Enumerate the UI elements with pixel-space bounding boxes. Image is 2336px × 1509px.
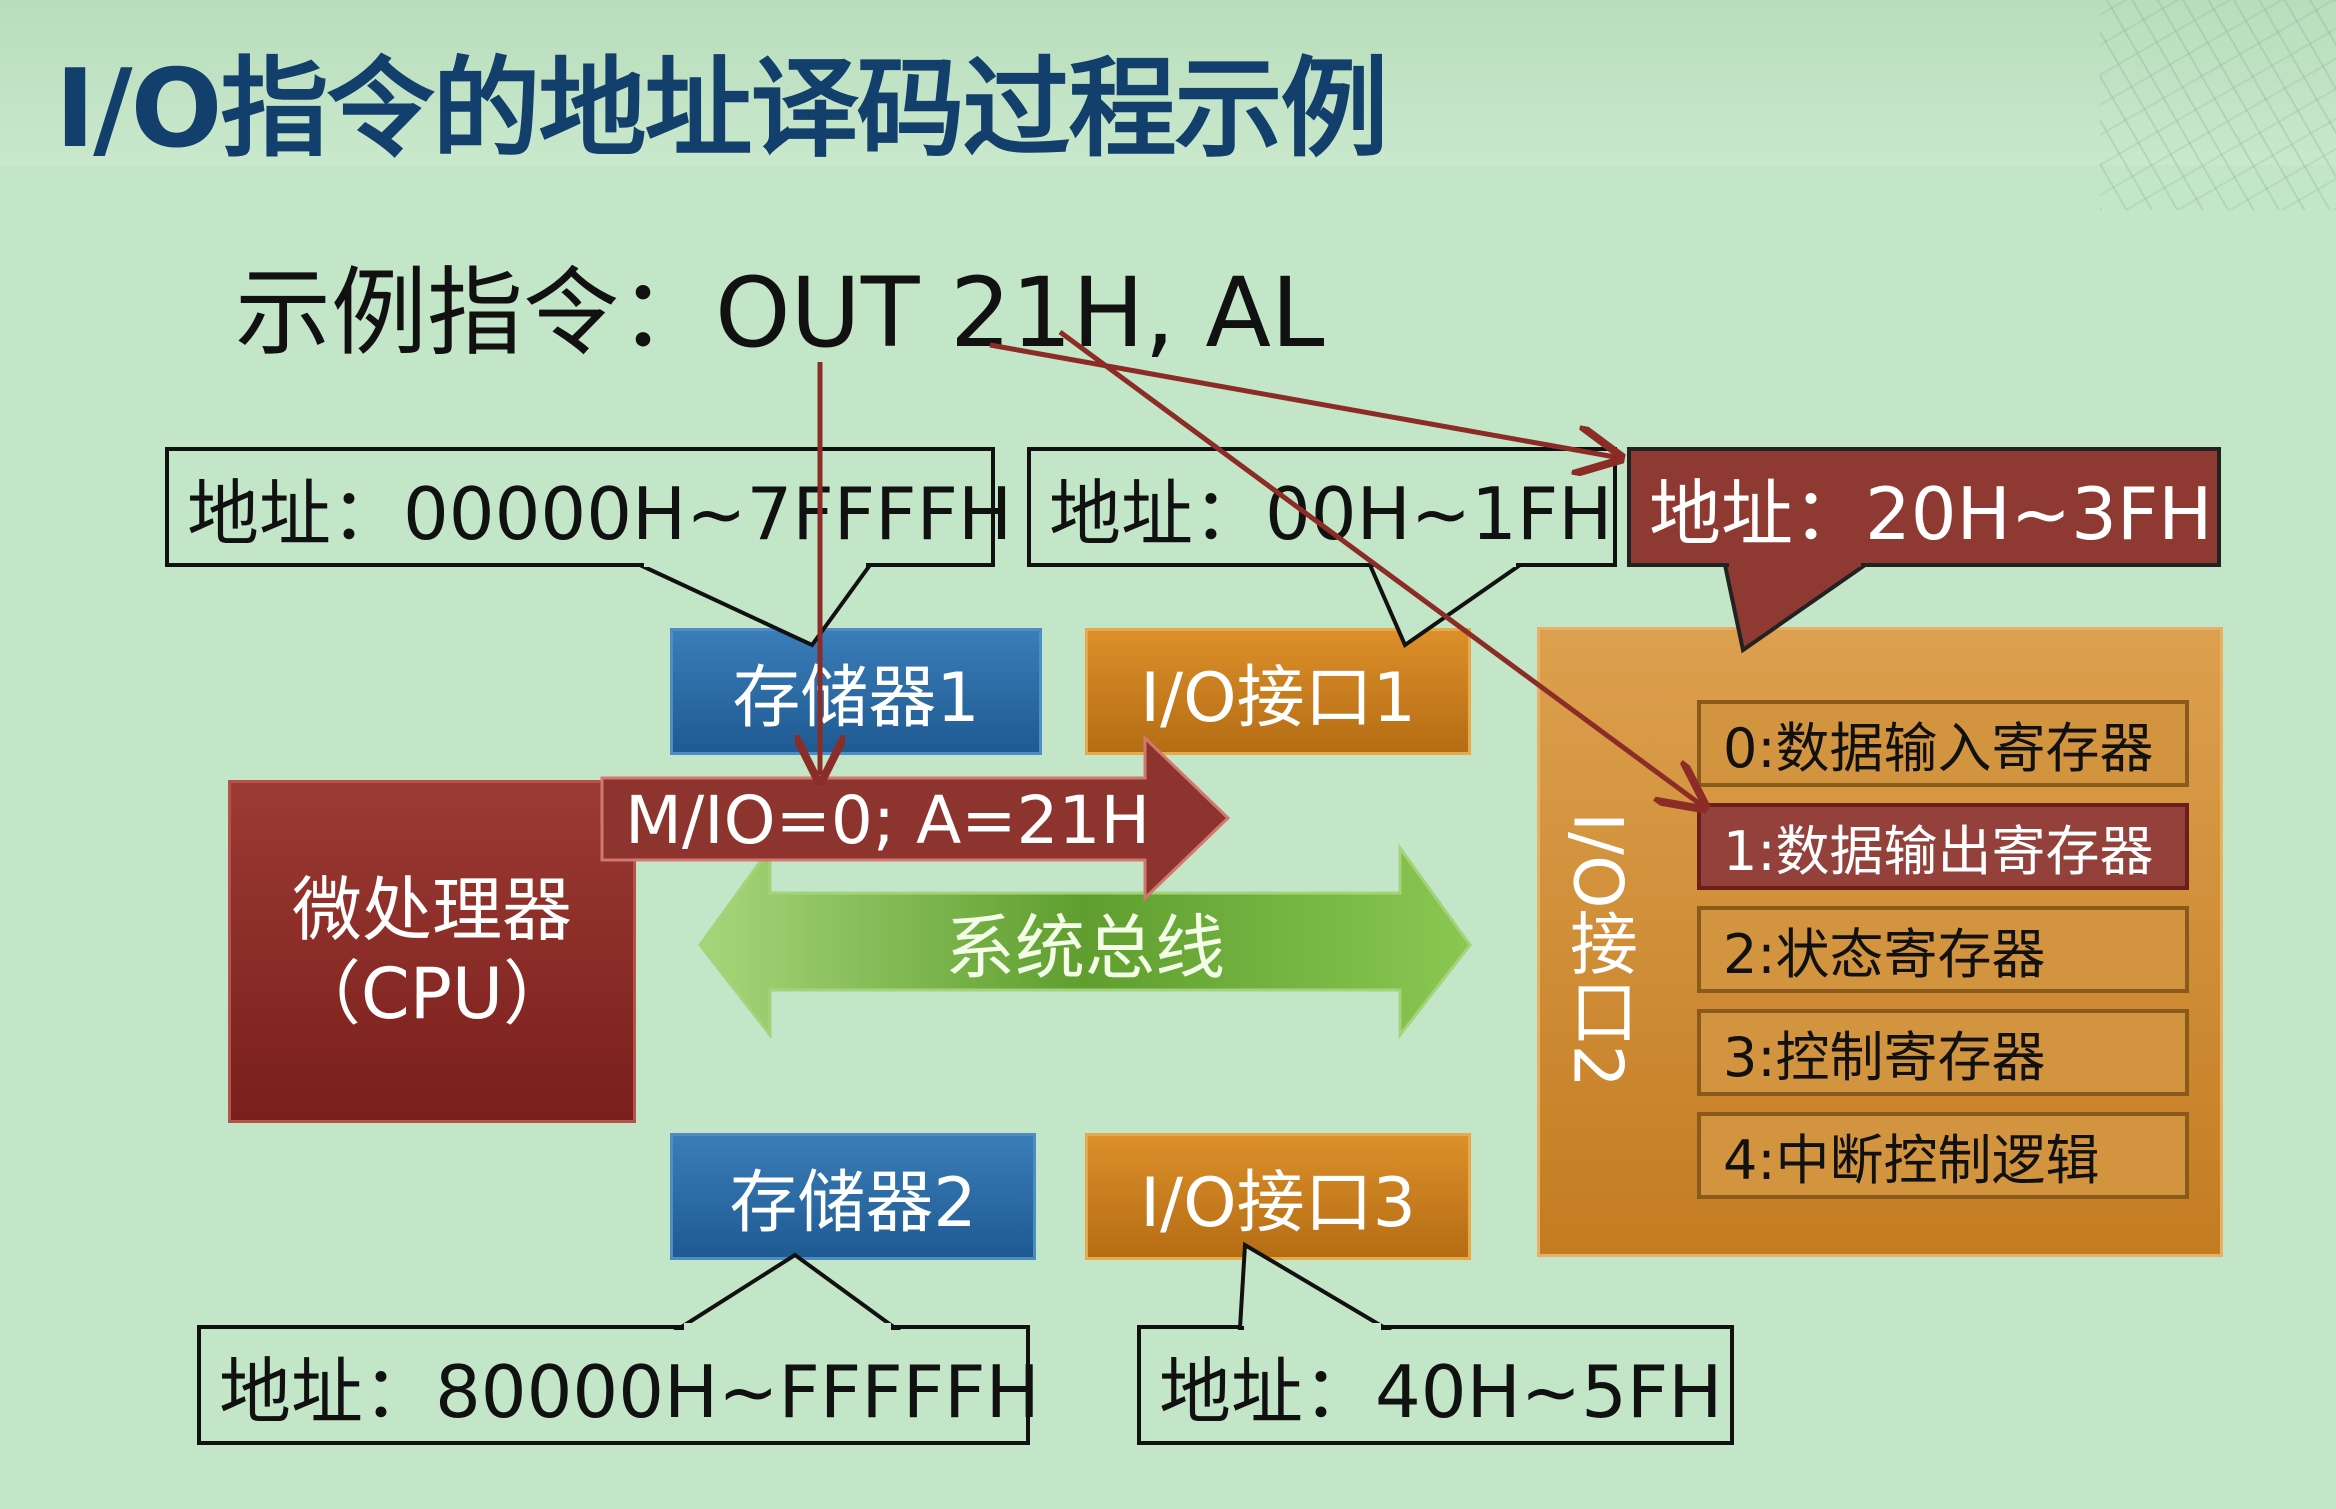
cpu-block: 微处理器 （CPU） xyxy=(228,780,636,1123)
memory1-address-callout: 地址：00000H~7FFFFH xyxy=(165,447,1012,567)
memory2-address-callout: 地址：80000H~FFFFFH xyxy=(197,1325,1040,1445)
example-instruction: 示例指令：OUT 21H, AL xyxy=(235,257,1325,369)
slide-title: I/O指令的地址译码过程示例 xyxy=(55,47,1388,172)
memory2-block: 存储器2 xyxy=(670,1133,1036,1260)
register-item: 3:控制寄存器 xyxy=(1697,1009,2189,1096)
cpu-sublabel: （CPU） xyxy=(290,952,574,1035)
register-item: 0:数据输入寄存器 xyxy=(1697,700,2189,787)
register-item: 2:状态寄存器 xyxy=(1697,906,2189,993)
memory2-callout-tail xyxy=(673,1252,902,1330)
io-interface2-label: I/O接口2 xyxy=(1557,812,1637,1088)
cpu-label: 微处理器 xyxy=(292,868,572,951)
signal-arrow xyxy=(600,734,1231,902)
register-item: 4:中断控制逻辑 xyxy=(1697,1112,2189,1199)
pointer-line-register xyxy=(1058,329,1700,804)
io1-address-callout: 地址：00H~1FH xyxy=(1027,447,1617,567)
memory1-block: 存储器1 xyxy=(670,628,1042,755)
register-item: 1:数据输出寄存器 xyxy=(1697,803,2189,890)
io-interface1-block: I/O接口1 xyxy=(1085,628,1471,755)
decorative-pattern xyxy=(2100,0,2336,210)
title-band xyxy=(0,0,2336,165)
pointer-line-io2-callout xyxy=(989,342,1615,457)
memory1-callout-tail xyxy=(639,563,874,648)
io3-address-callout: 地址：40H~5FH xyxy=(1137,1325,1734,1445)
bus-signal-label: M/IO=0; A=21H xyxy=(625,781,1151,859)
system-bus-label: 系统总线 xyxy=(945,907,1225,989)
system-bus-arrow xyxy=(698,843,1472,1040)
io-interface3-block: I/O接口3 xyxy=(1085,1133,1471,1260)
io2-callout-tail xyxy=(1722,563,1872,654)
io2-address-callout: 地址：20H~3FH xyxy=(1627,447,2221,567)
io3-callout-tail xyxy=(1237,1241,1393,1330)
